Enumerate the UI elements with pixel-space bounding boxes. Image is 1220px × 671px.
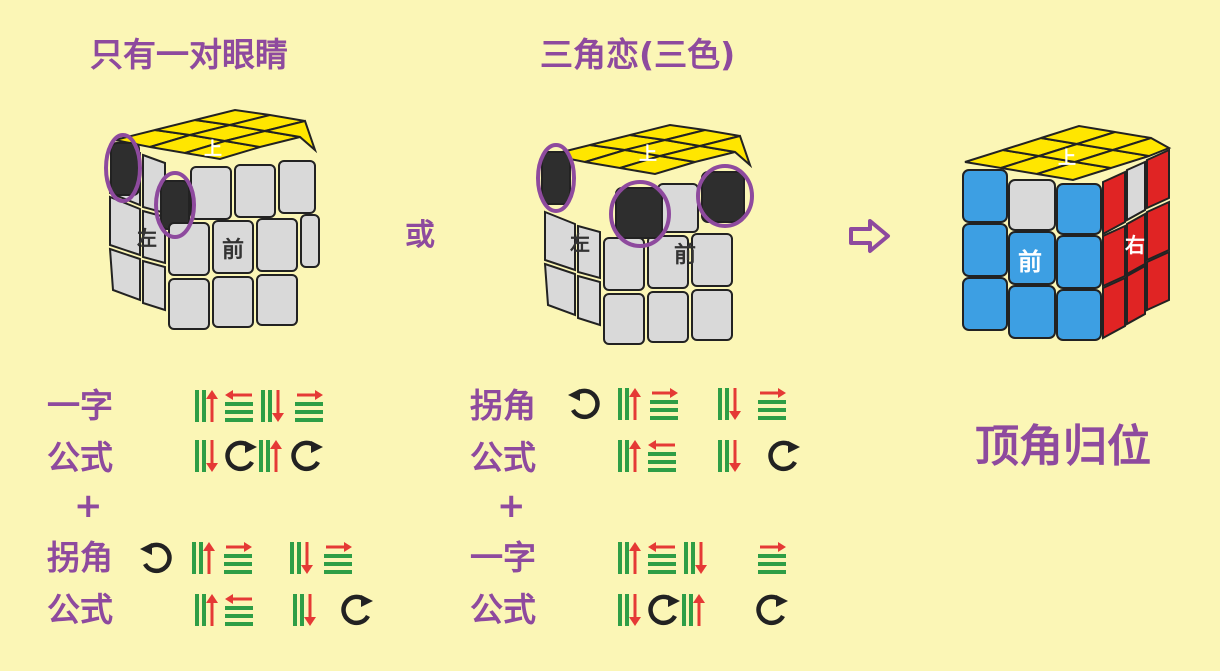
left-label-2: 左 — [570, 231, 590, 255]
top-label: 上 — [204, 139, 222, 160]
title-one-pair-eyes: 只有一对眼睛 — [90, 35, 288, 74]
result-text: 顶角归位 — [975, 421, 1151, 472]
top-label-2: 上 — [639, 144, 657, 165]
title-three-color-triangle: 三角恋(三色) — [540, 35, 736, 74]
formula-sequence-row-3 — [140, 542, 390, 576]
formula-sequence-row-7 — [618, 542, 798, 576]
formula-label-line-2: 公式 — [47, 438, 113, 477]
top-label-3: 上 — [1058, 148, 1076, 169]
plus-sign: + — [74, 486, 103, 526]
plus-sign-2: + — [497, 486, 526, 526]
front-label-3: 前 — [1018, 248, 1042, 276]
cube-three-color-triangle: 上 左 前 — [530, 110, 770, 360]
formula-sequence-row-2 — [195, 440, 385, 474]
formula-label-line-6: 公式 — [470, 438, 536, 477]
hollow-right-arrow-icon — [848, 218, 892, 254]
formula-label-line-7: 一字 — [470, 538, 536, 577]
formula-label-line-5: 拐角 — [470, 386, 536, 425]
formula-label-line-3: 拐角 — [47, 538, 113, 577]
cube-one-pair-eyes: 上 左 前 — [95, 95, 335, 345]
formula-sequence-row-4 — [195, 594, 390, 628]
formula-label-line-4: 公式 — [47, 590, 113, 629]
formula-label-line-1: 一字 — [47, 386, 113, 425]
cube-corners-solved: 上 前 右 — [955, 110, 1185, 350]
front-label-2: 前 — [674, 242, 696, 268]
formula-sequence-row-1 — [195, 390, 375, 424]
formula-label-line-8: 公式 — [470, 590, 536, 629]
front-label: 前 — [222, 237, 244, 263]
left-label: 左 — [137, 226, 157, 250]
right-label: 右 — [1125, 233, 1145, 257]
formula-sequence-row-6 — [618, 440, 813, 474]
formula-sequence-row-8 — [618, 594, 808, 628]
or-text: 或 — [405, 218, 435, 253]
formula-sequence-row-5 — [568, 388, 808, 422]
